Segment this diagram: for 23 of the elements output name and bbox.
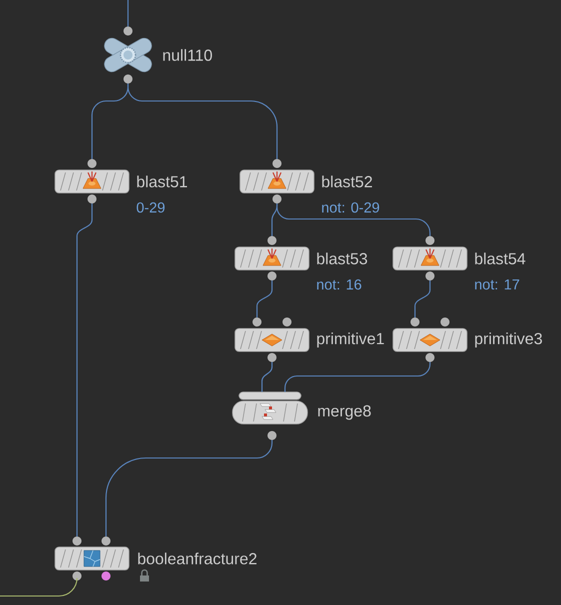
wire <box>127 84 278 159</box>
node-label: merge8 <box>318 405 371 420</box>
node-label: blast52 <box>322 176 372 188</box>
node-label: primitive1 <box>317 332 384 348</box>
wire <box>276 204 431 236</box>
wire <box>127 0 129 26</box>
wire <box>76 204 93 536</box>
node-comment: not: 0-29 <box>322 202 380 213</box>
node-label: null110 <box>163 49 212 61</box>
node-comment: not: 17 <box>475 279 520 290</box>
wire <box>414 280 431 318</box>
node-label: blast53 <box>317 252 368 264</box>
wire <box>261 362 273 392</box>
node-label: primitive3 <box>475 332 542 348</box>
node-comment: 0-29 <box>136 202 165 213</box>
node-label: booleanfracture2 <box>138 552 256 564</box>
node-label: blast54 <box>475 252 526 264</box>
node-comment: not: 16 <box>317 279 362 290</box>
node-label: blast51 <box>137 176 187 188</box>
wire <box>105 440 273 536</box>
wire <box>284 362 431 392</box>
wire <box>256 280 273 318</box>
wire <box>0 577 78 597</box>
